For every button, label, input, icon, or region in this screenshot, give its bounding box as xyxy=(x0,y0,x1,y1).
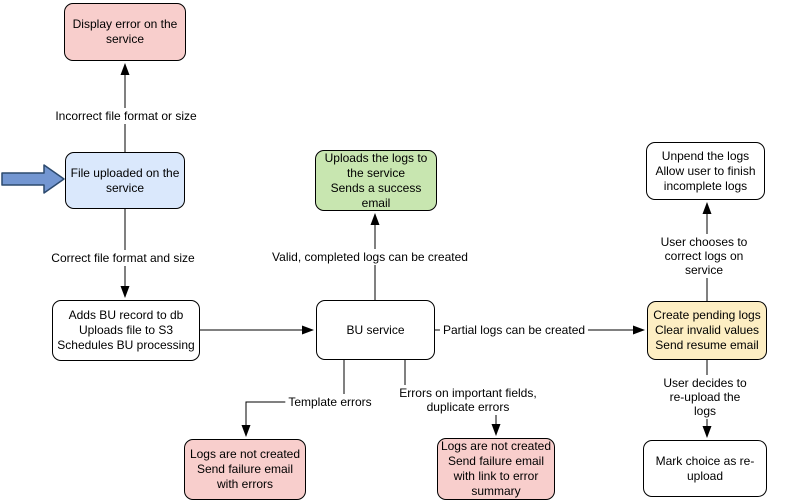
entry-arrow-icon xyxy=(1,164,65,194)
edge-label-important: Errors on important fields, duplicate er… xyxy=(396,385,540,415)
node-uploads-logs: Uploads the logs to the service Sends a … xyxy=(315,150,437,211)
edge-label-correct: Correct file format and size xyxy=(48,250,198,266)
edge-label-incorrect: Incorrect file format or size xyxy=(52,108,200,124)
node-display-error: Display error on the service xyxy=(64,3,186,61)
edge-label-template: Template errors xyxy=(285,394,375,410)
node-logs-not-created-errors: Logs are not created Send failure email … xyxy=(184,439,306,500)
edge-label-partial: Partial logs can be created xyxy=(439,322,589,338)
node-mark-choice: Mark choice as re- upload xyxy=(643,440,767,497)
edge-label-valid: Valid, completed logs can be created xyxy=(269,249,471,265)
node-unpend-logs: Unpend the logs Allow user to finish inc… xyxy=(646,142,765,200)
edge-label-user-chooses: User chooses to correct logs on service xyxy=(655,234,753,278)
edge-label-user-decides: User decides to re-upload the logs xyxy=(657,375,753,419)
node-adds-bu-record: Adds BU record to db Uploads file to S3 … xyxy=(52,300,200,361)
node-logs-not-created-summary: Logs are not created Send failure email … xyxy=(437,438,555,500)
node-create-pending: Create pending logs Clear invalid values… xyxy=(647,301,767,360)
node-file-uploaded: File uploaded on the service xyxy=(65,152,185,209)
node-bu-service: BU service xyxy=(316,300,435,360)
